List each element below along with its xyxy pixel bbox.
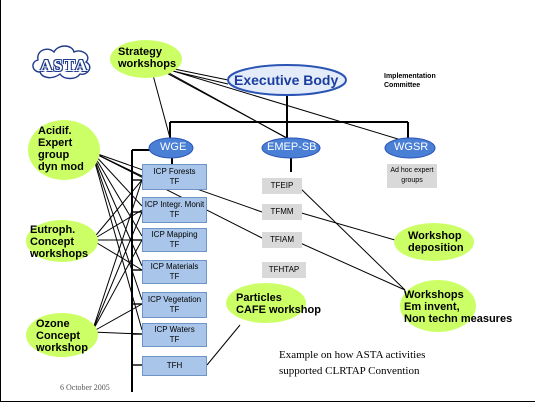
caption-line1: Example on how ASTA activities [279, 349, 426, 361]
acidif-label: Acidif. Expert group dyn mod [38, 125, 84, 173]
ad-hoc-line2: groups [401, 177, 423, 184]
acidif-line4: dyn mod [38, 161, 84, 173]
eutroph-bubble [26, 220, 98, 262]
tf-icp-materials-line1: ICP Materials [150, 262, 199, 271]
wge-label: WGE [160, 141, 187, 153]
tf-icp-integr-monit-line1: ICP Integr. Monit [144, 200, 205, 209]
asta-logo-cloud [32, 45, 91, 80]
tf-icp-forests: ICP Forests TF [142, 164, 207, 190]
tf-icp-forests-line1: ICP Forests [153, 167, 196, 176]
strategy-line1: Strategy [118, 46, 163, 58]
workshops-em-line2: Em invent, [404, 301, 460, 313]
tf-icp-integr-monit: ICP Integr. Monit TF [142, 197, 207, 223]
ozone-line2: Concept [36, 330, 80, 342]
ozone-line1: Ozone [36, 318, 70, 330]
emep-label: EMEP-SB [267, 141, 317, 153]
tf-icp-materials: ICP Materials TF [142, 260, 207, 284]
acidif-line3: group [38, 149, 70, 161]
tf-icp-vegetation-line2: TF [169, 305, 180, 314]
tf-icp-vegetation-line1: ICP Vegetation [147, 295, 202, 304]
executive-body-ellipse [227, 64, 347, 96]
caption-line2: supported CLRTAP Convention [279, 365, 420, 377]
ad-hoc-expert-groups: Ad hoc expert groups [387, 164, 437, 188]
eutroph-line1: Eutroph. [30, 224, 76, 236]
workshops-em-bubble [400, 280, 476, 332]
strategy-line2: workshops [118, 58, 177, 70]
tf-tfhtap: TFHTAP [262, 262, 306, 278]
deposition-line2: deposition [408, 242, 464, 254]
acidif-line2: Expert [38, 137, 73, 149]
workshops-em-line1: Workshops [404, 289, 464, 301]
tf-icp-mapping-line2: TF [169, 240, 180, 249]
implementation-committee-label: Implementation Committee [384, 72, 436, 90]
slide-date: 6 October 2005 [60, 383, 110, 392]
workshops-em-line3: Non techn measures [404, 313, 513, 325]
tf-tfmm: TFMM [262, 204, 302, 220]
tf-tfeip: TFEIP [262, 178, 302, 194]
tf-tfiam: TFIAM [262, 232, 302, 248]
particles-bubble [226, 283, 306, 323]
tf-icp-materials-line2: TF [169, 272, 180, 281]
tf-ticks [132, 179, 142, 366]
deposition-bubble [394, 223, 474, 261]
eutroph-line2: Concept [30, 236, 74, 248]
implementation-committee-line2: Committee [384, 82, 421, 89]
acidif-line1: Acidif. [38, 125, 72, 137]
asta-logo: ASTA [40, 56, 89, 75]
tf-icp-waters-line1: ICP Waters [154, 325, 195, 334]
workshops-em-label: Workshops Em invent, Non techn measures [404, 289, 512, 325]
emep-ellipse [261, 137, 321, 159]
ozone-line3: workshop [36, 342, 88, 354]
strategy-label: Strategy workshops [118, 46, 176, 70]
particles-label: Particles CAFE workshop [236, 292, 321, 316]
tf-icp-forests-line2: TF [169, 177, 180, 186]
ozone-label: Ozone Concept workshop [36, 318, 88, 354]
eutroph-line3: workshops [30, 248, 89, 260]
eutroph-label: Eutroph. Concept workshops [30, 224, 88, 260]
implementation-committee-line1: Implementation [384, 73, 436, 80]
deposition-label: Workshop deposition [408, 230, 464, 254]
wge-ellipse [148, 137, 194, 159]
strategy-bubble [110, 40, 182, 78]
wgsr-label: WGSR [394, 141, 429, 153]
ad-hoc-line1: Ad hoc expert [390, 167, 434, 174]
tf-icp-waters-line2: TF [169, 335, 180, 344]
deposition-line1: Workshop [408, 230, 462, 242]
ozone-bubble [26, 313, 98, 357]
tf-icp-integr-monit-line2: TF [169, 210, 180, 219]
particles-line2: CAFE workshop [236, 304, 321, 316]
tf-tfh-line1: TFH [166, 361, 183, 370]
tf-tfh: TFH [142, 356, 207, 376]
caption-note: Example on how ASTA activities supported… [279, 347, 425, 379]
tf-icp-mapping: ICP Mapping TF [142, 228, 207, 252]
tf-icp-mapping-line1: ICP Mapping [151, 230, 198, 239]
wgsr-ellipse [384, 137, 436, 159]
tf-icp-vegetation: ICP Vegetation TF [142, 292, 207, 318]
bubbles [26, 40, 476, 357]
acidif-bubble [28, 120, 100, 180]
tf-icp-waters: ICP Waters TF [142, 323, 207, 347]
particles-line1: Particles [236, 292, 282, 304]
executive-body-label: Executive Body [234, 72, 339, 88]
